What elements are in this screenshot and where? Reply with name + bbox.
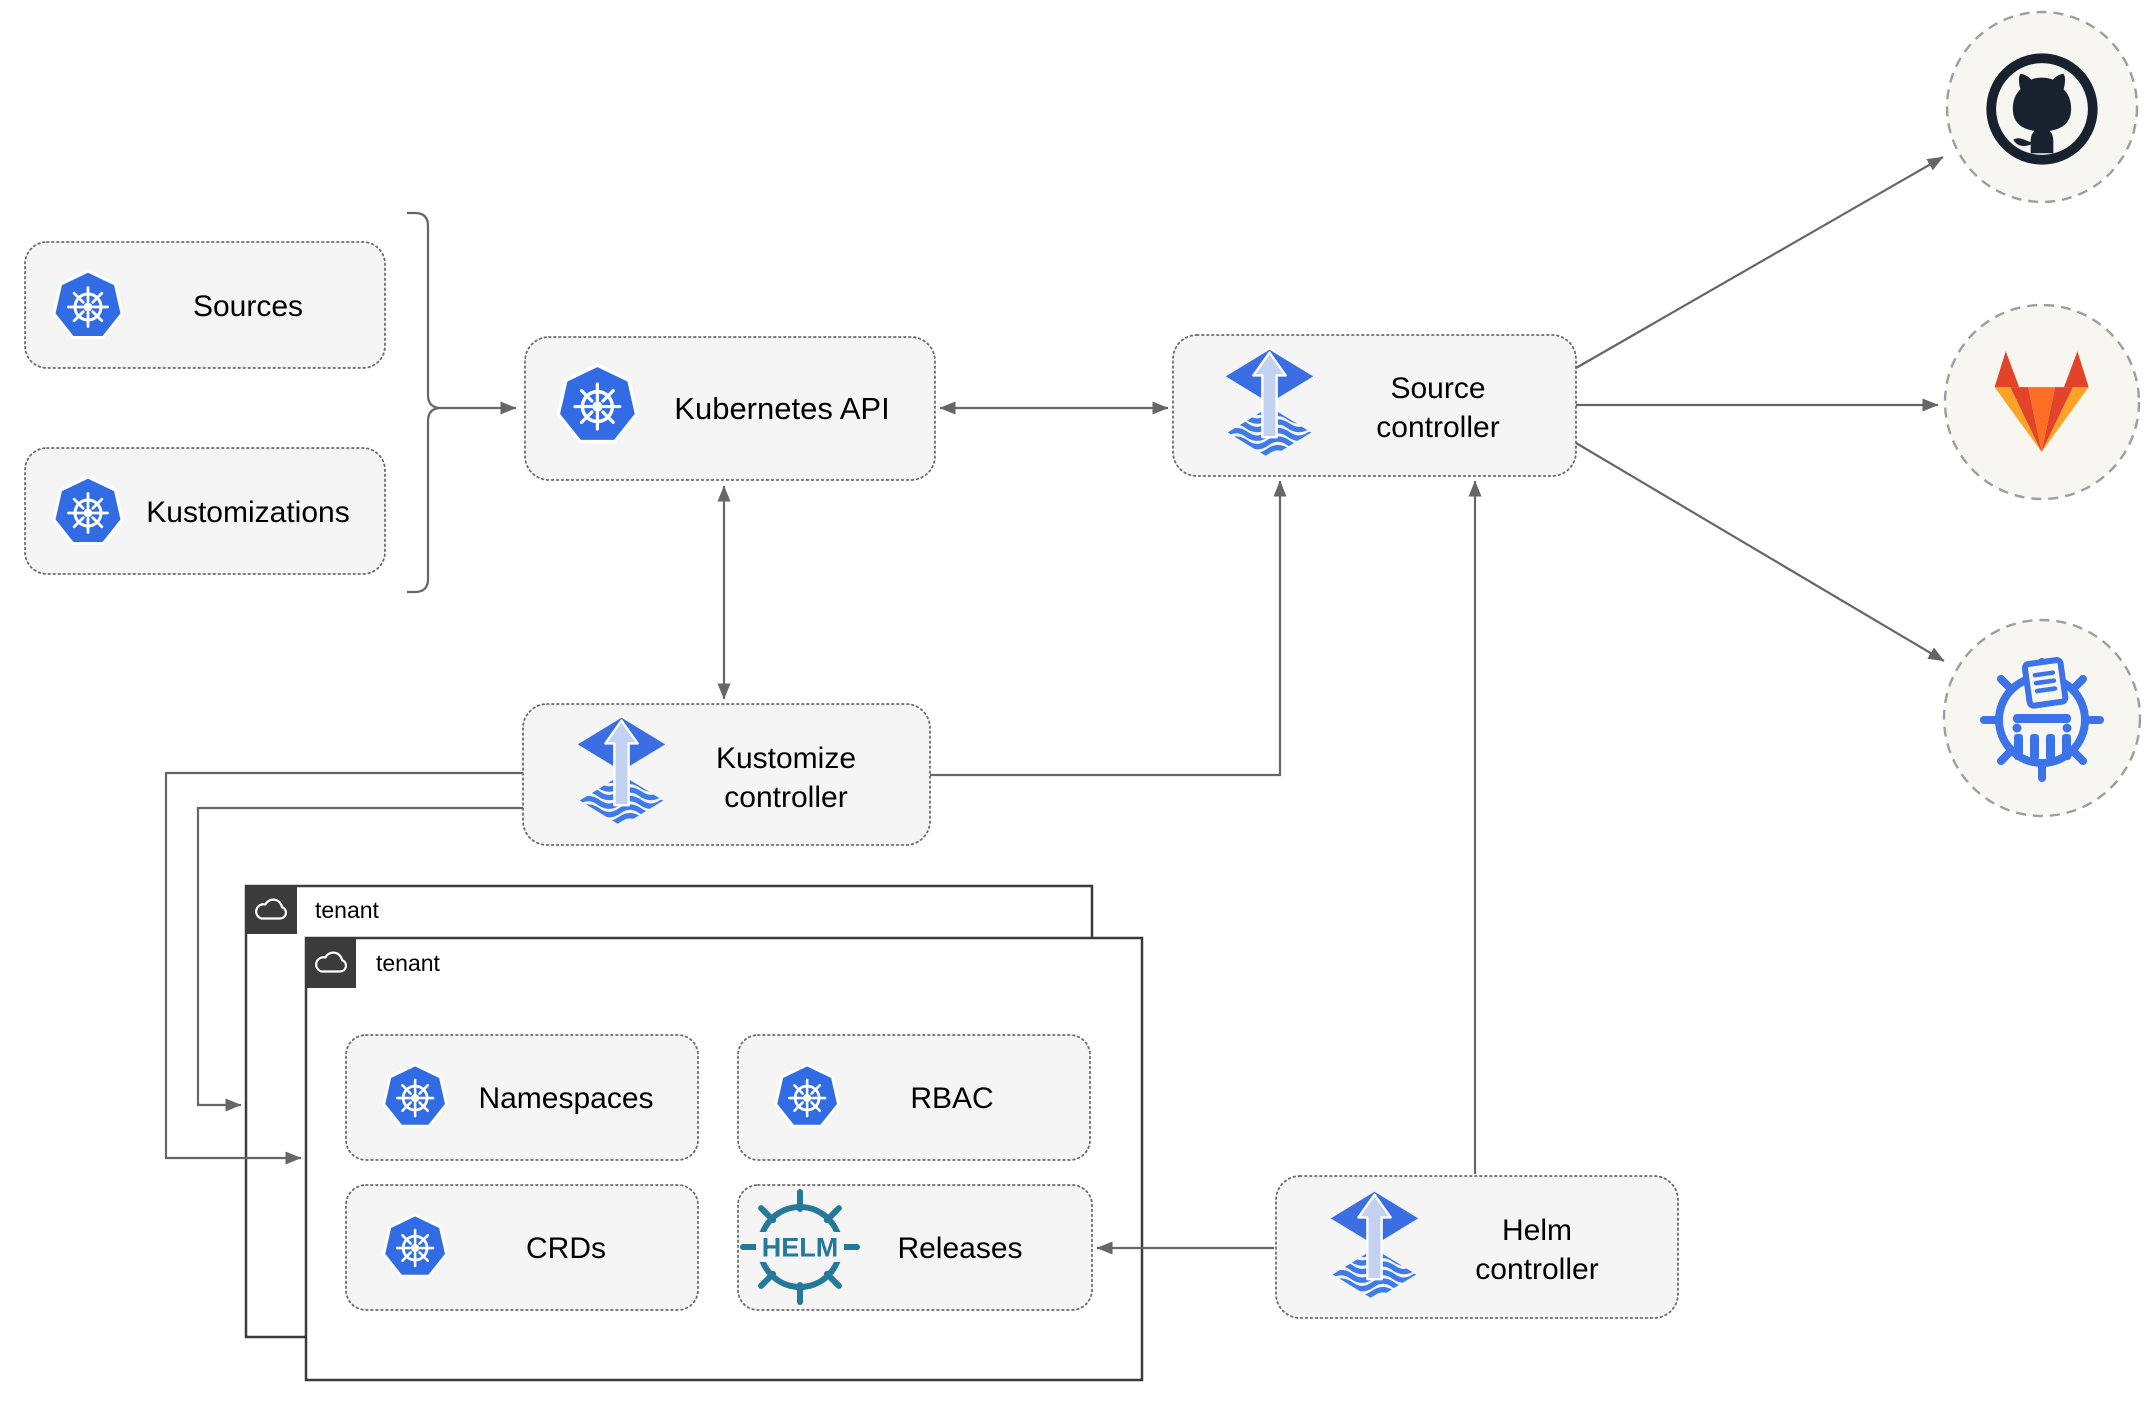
node-namespaces: Namespaces <box>345 1034 699 1161</box>
node-label: Releases <box>897 1232 1022 1265</box>
edge-sources-bracket <box>407 211 442 594</box>
node-label-line1: Helm <box>1502 1214 1572 1247</box>
node-label: CRDs <box>526 1232 606 1265</box>
kubernetes-icon <box>52 269 124 339</box>
node-label-line2: controller <box>724 781 847 814</box>
node-label-line2: controller <box>1376 411 1499 444</box>
kubernetes-icon <box>556 363 639 444</box>
external-target-gitlab <box>1943 303 2141 501</box>
kubernetes-icon <box>52 475 124 545</box>
node-sources: Sources <box>24 241 386 369</box>
node-crds: CRDs <box>345 1184 699 1311</box>
node-label: Sources <box>193 290 303 323</box>
external-target-chartmuseum <box>1942 618 2142 818</box>
node-label-line2: controller <box>1475 1253 1598 1286</box>
node-label: Kustomizations <box>146 496 349 529</box>
node-label: Kubernetes API <box>674 391 889 426</box>
chartmuseum-icon <box>1984 660 2100 778</box>
helm-logo-text: HELM <box>762 1233 839 1263</box>
kubernetes-icon <box>382 1063 448 1128</box>
node-rbac: RBAC <box>737 1034 1091 1161</box>
node-kustomize-controller: Kustomize controller <box>522 703 931 846</box>
node-label-line1: Source <box>1390 372 1485 405</box>
tenant-label: tenant <box>376 950 441 976</box>
node-label: RBAC <box>910 1082 993 1115</box>
edge-source-to-github <box>1575 156 1944 369</box>
node-releases: HELM Releases <box>737 1184 1093 1311</box>
node-kustomizations: Kustomizations <box>24 447 386 575</box>
node-label-line1: Kustomize <box>716 742 856 775</box>
node-kubernetes-api: Kubernetes API <box>524 336 936 481</box>
node-source-controller: Source controller <box>1172 334 1577 477</box>
edge-kustomize-to-source-controller <box>930 480 1287 777</box>
edge-kustomize-to-tenant-front <box>164 771 523 1165</box>
edge-kustomize-to-tenant-back <box>196 806 523 1112</box>
kubernetes-icon <box>382 1213 448 1278</box>
kubernetes-icon <box>774 1063 840 1128</box>
node-helm-controller: Helm controller <box>1275 1175 1679 1319</box>
helm-icon: HELM <box>743 1192 857 1302</box>
node-label: Namespaces <box>478 1082 653 1115</box>
tenant-label: tenant <box>315 897 380 923</box>
external-target-github <box>1945 10 2139 204</box>
edge-source-to-chartmuseum <box>1575 442 1945 662</box>
